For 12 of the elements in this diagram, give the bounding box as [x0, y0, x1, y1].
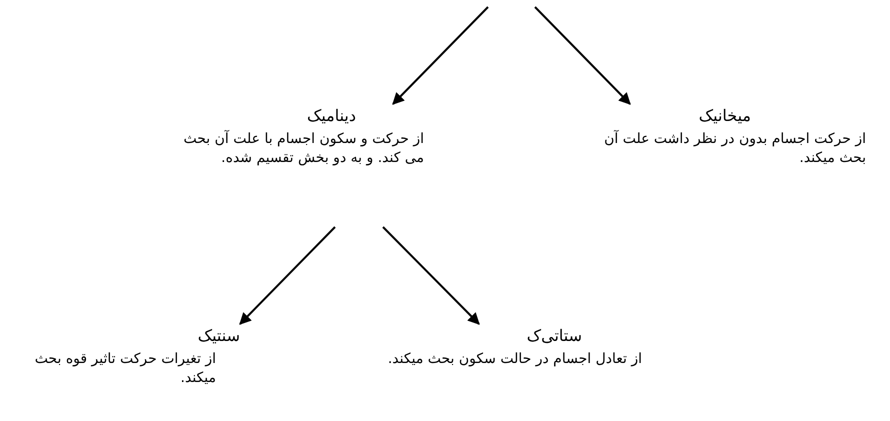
node-description: از حرکت اجسام بدون در نظر داشت علت آن بحث میکند. [603, 130, 866, 168]
node-heading: دینامیک [307, 106, 356, 126]
node-description: از حرکت و سکون اجسام با علت آن بحث می کند. و به دو بخش تقسیم شده. [182, 130, 424, 168]
node-heading: میخانیک [698, 106, 751, 126]
node-description: از تعادل اجسام در حالت سکون بحث میکند. [388, 350, 642, 369]
node-description: از تغیرات حرکت تاثیر قوه بحث میکند. [34, 350, 216, 388]
arrow [392, 6, 489, 105]
node-heading: ستاتی‌ک [526, 326, 582, 346]
arrow [382, 226, 480, 325]
node-heading: سنتیک [198, 326, 240, 346]
arrow [239, 226, 336, 325]
arrow [534, 6, 631, 105]
